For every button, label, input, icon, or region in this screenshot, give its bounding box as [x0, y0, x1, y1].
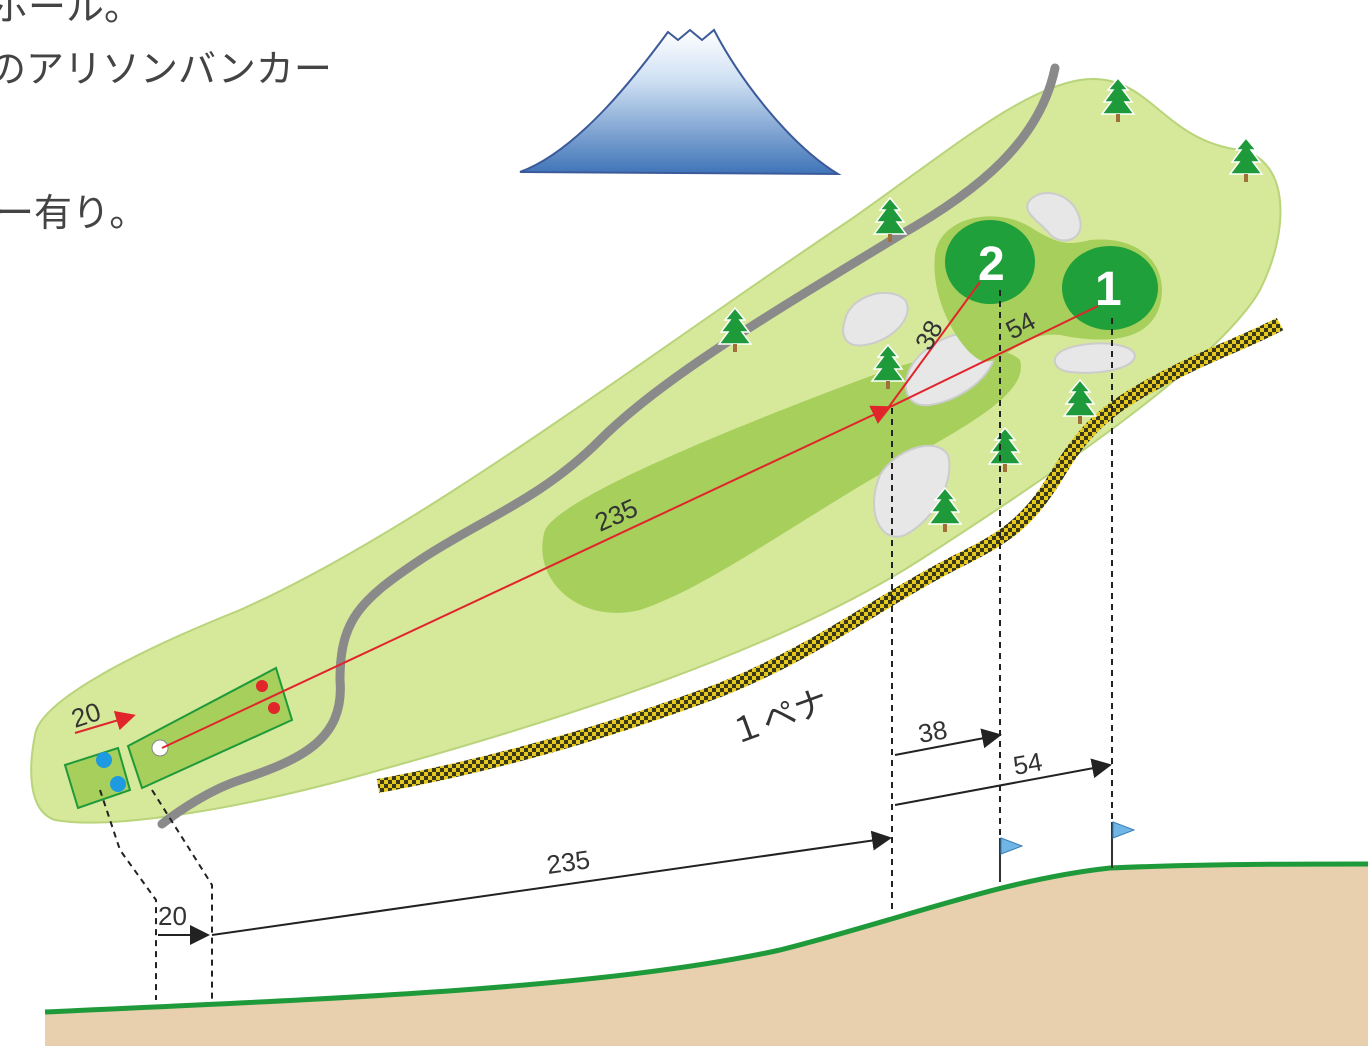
green-1	[1062, 246, 1158, 330]
projection-lines	[99, 290, 1113, 1000]
elevation-profile	[44, 861, 1368, 1046]
flag-icon	[999, 837, 1024, 882]
aim-lines	[74, 281, 1099, 749]
ob-boundary-lower	[376, 363, 1184, 793]
profile-green-2-distance: 38	[916, 714, 950, 749]
blue-tee-marker-icon	[110, 776, 126, 792]
profile-green-1-distance: 54	[1011, 746, 1045, 781]
red-tee-marker-icon	[256, 680, 268, 692]
fairway	[542, 349, 1021, 613]
green-2	[945, 220, 1035, 304]
description-line-3: ー有り。	[0, 191, 147, 235]
tee-area	[63, 666, 294, 810]
ob-boundary-upper	[1176, 317, 1284, 377]
mount-fuji-icon	[519, 28, 842, 176]
profile-drive-distance: 235	[545, 844, 592, 880]
profile-tee-distance: 20	[158, 901, 187, 931]
red-tee-marker-icon	[268, 702, 280, 714]
flag-icon	[1111, 821, 1136, 868]
blue-tee-marker-icon	[96, 752, 112, 768]
penalty-label: １ペナ	[724, 681, 834, 753]
green-2-label: 2	[978, 238, 1005, 291]
description-line-1: ホール。	[0, 0, 142, 29]
description-line-2: のアリソンバンカー	[0, 47, 332, 91]
green-1-label: 1	[1095, 263, 1122, 316]
distance-arrows	[158, 728, 1112, 945]
white-tee-marker-icon	[151, 739, 169, 757]
